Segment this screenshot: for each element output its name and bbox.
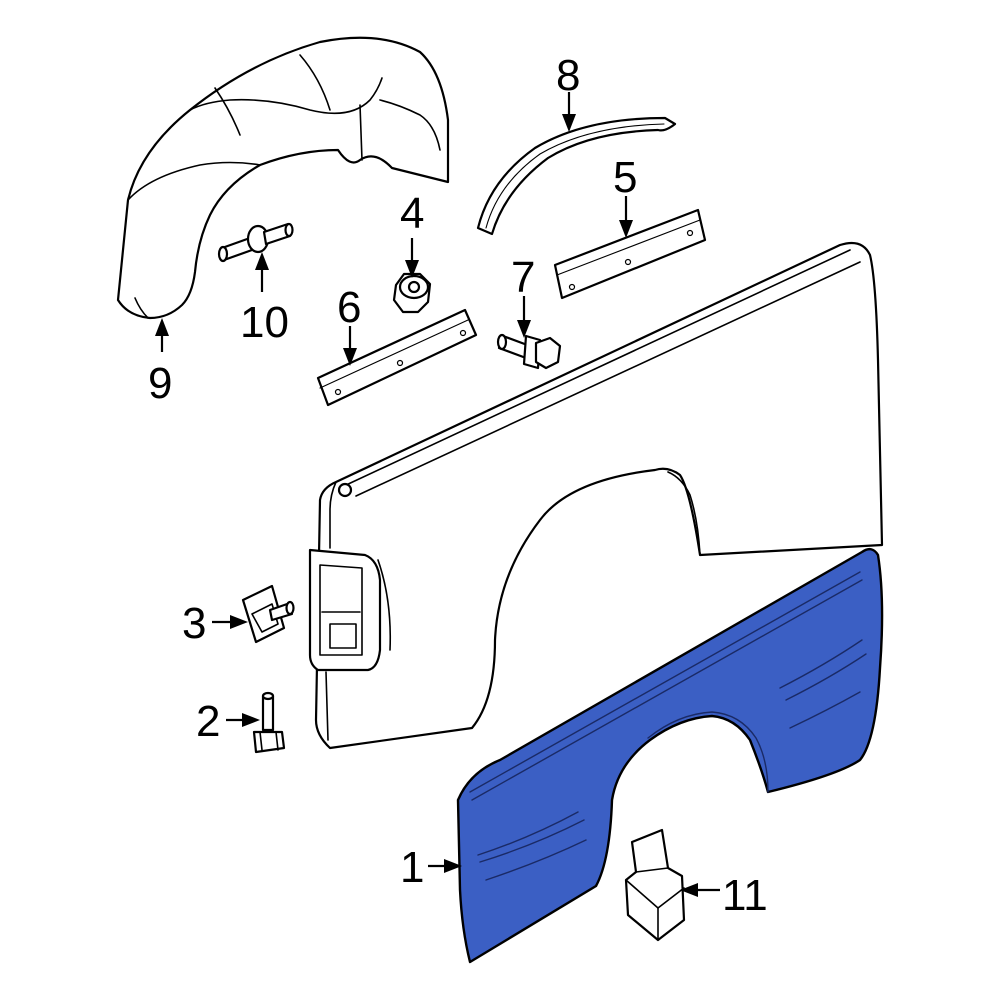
clip[interactable] <box>241 584 295 644</box>
callout-11: 11 <box>722 871 768 920</box>
wheelhouse-liner[interactable] <box>116 36 450 320</box>
callout-9: 9 <box>148 359 172 408</box>
callout-6: 6 <box>337 283 361 332</box>
corner-bracket[interactable] <box>624 828 686 942</box>
bolt[interactable] <box>496 333 562 370</box>
callout-labels: 9 10 4 8 5 6 7 3 2 1 11 <box>148 51 768 920</box>
stud[interactable] <box>252 691 286 754</box>
lower-quarter-panel[interactable] <box>456 547 884 964</box>
callout-3: 3 <box>182 599 206 648</box>
callout-4: 4 <box>400 189 424 238</box>
callout-5: 5 <box>613 153 637 202</box>
bed-side-panel[interactable] <box>308 241 884 750</box>
leader-lines <box>155 92 720 897</box>
callout-1: 1 <box>400 843 424 892</box>
push-pin-retainer[interactable] <box>217 222 294 263</box>
callout-2: 2 <box>196 697 220 746</box>
nut[interactable] <box>392 272 432 314</box>
callout-8: 8 <box>556 51 580 100</box>
wheel-opening-molding-upper[interactable] <box>476 116 677 236</box>
callout-7: 7 <box>511 253 535 302</box>
molding-strip-left[interactable] <box>316 308 478 407</box>
callout-10: 10 <box>240 298 289 347</box>
molding-strip-right[interactable] <box>553 208 707 300</box>
